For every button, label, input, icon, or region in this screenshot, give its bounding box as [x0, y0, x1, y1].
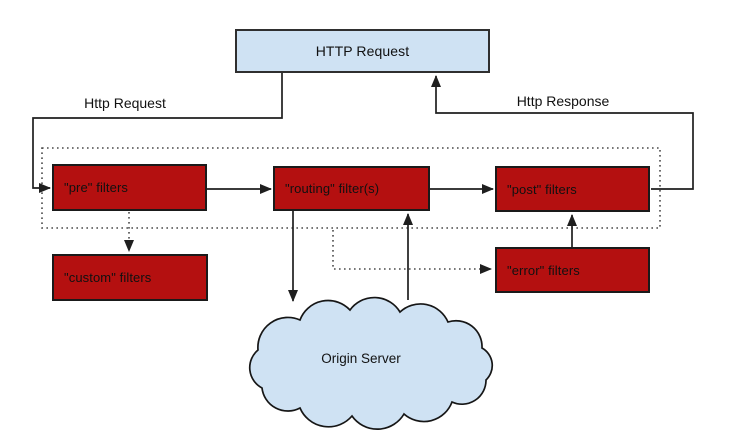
node-custom-filters: "custom" filters — [52, 254, 208, 301]
origin-server-label: Origin Server — [321, 351, 401, 366]
node-post-filters-label: "post" filters — [507, 181, 577, 197]
node-http-request-label: HTTP Request — [315, 43, 410, 59]
node-custom-filters-label: "custom" filters — [64, 270, 152, 285]
node-routing-filters: "routing" filter(s) — [273, 166, 430, 211]
node-post-filters: "post" filters — [495, 166, 650, 212]
node-error-filters: "error" filters — [495, 247, 650, 293]
node-routing-filters-label: "routing" filter(s) — [285, 181, 380, 196]
edge-post-to-http-response — [431, 75, 694, 190]
http-request-edge-label: Http Request — [84, 95, 166, 111]
edge-http-request-to-pre — [32, 73, 283, 193]
node-http-request: HTTP Request — [235, 29, 490, 73]
node-pre-filters: "pre" filters — [52, 164, 207, 211]
origin-server-cloud — [248, 296, 494, 430]
http-response-edge-label: Http Response — [516, 93, 610, 109]
node-error-filters-label: "error" filters — [507, 262, 580, 278]
edge-chain-to-error-dotted — [332, 230, 492, 274]
node-pre-filters-label: "pre" filters — [64, 180, 128, 195]
